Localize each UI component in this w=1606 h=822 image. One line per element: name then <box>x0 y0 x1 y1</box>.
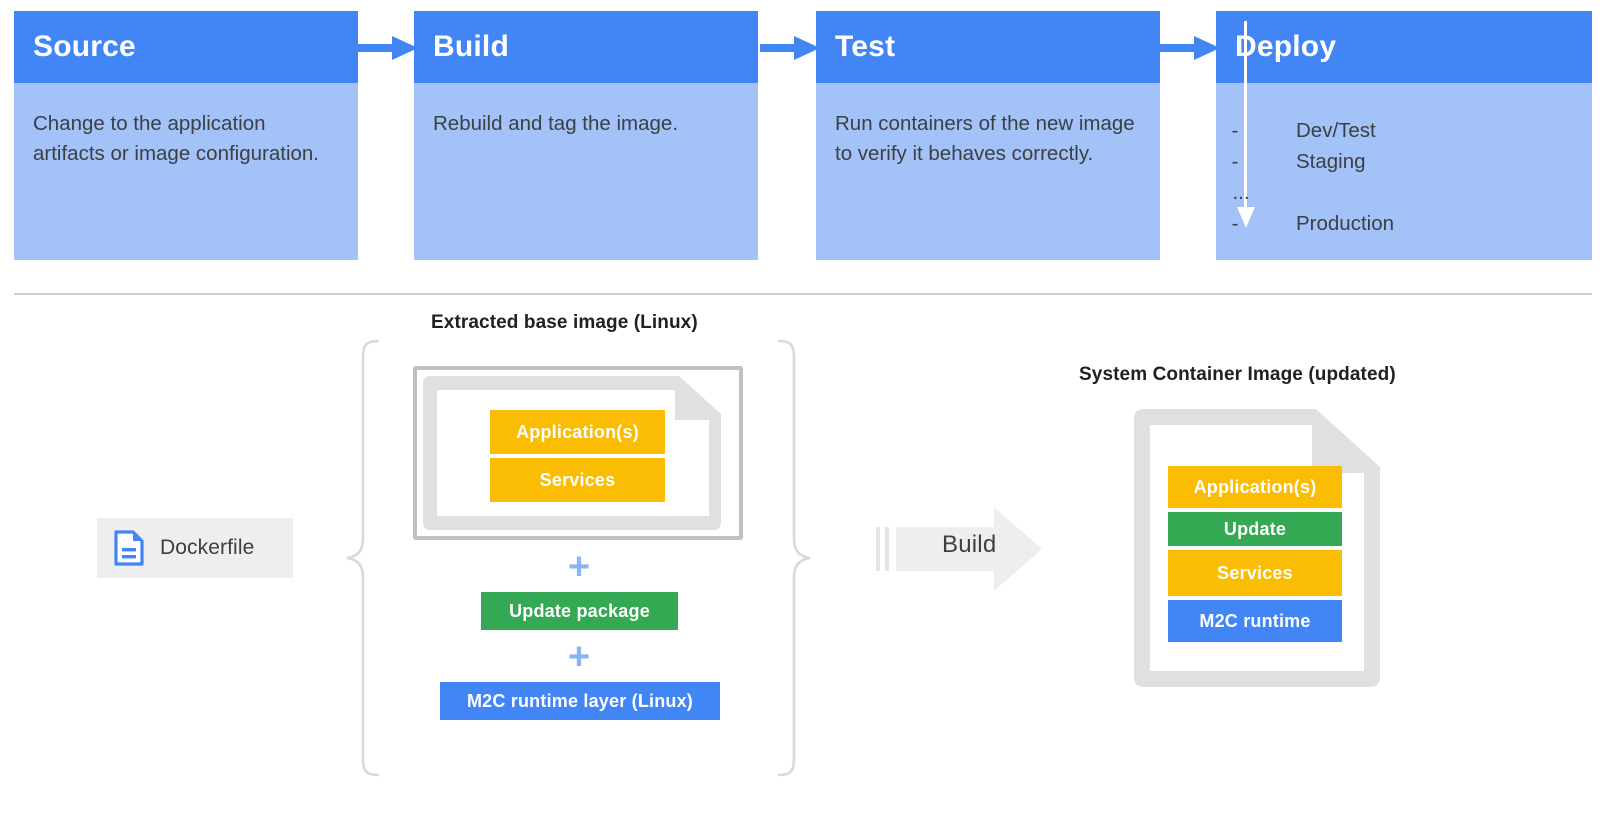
arrow-right-icon-test-to-deploy <box>1160 36 1220 60</box>
plus-icon-2: + <box>567 636 591 678</box>
stage-title: Test <box>835 30 896 63</box>
arrow-right-icon-source-to-build <box>358 36 418 60</box>
result-image-document-icon <box>1134 409 1380 687</box>
pipeline-section: Source Change to the application artifac… <box>0 0 1606 270</box>
stage-title: Build <box>433 30 509 63</box>
dockerfile-label: Dockerfile <box>160 536 255 559</box>
list-marker: - <box>1231 150 1239 173</box>
list-item-label: Staging <box>1296 150 1366 173</box>
stage-title: Deploy <box>1235 30 1337 63</box>
base-image-label: Extracted base image (Linux) <box>431 312 698 333</box>
dockerfile-chip[interactable]: Dockerfile <box>97 518 293 578</box>
base-layer-application: Application(s) <box>490 410 665 454</box>
result-layer-application: Application(s) <box>1168 466 1342 508</box>
deploy-environment-list: - Dev/Test - Staging ... - Production <box>1216 83 1592 245</box>
update-package-box: Update package <box>481 592 678 630</box>
layer-label: Update package <box>509 600 650 621</box>
image-composition-section: Extracted base image (Linux) System Cont… <box>0 300 1606 822</box>
layer-label: M2C runtime <box>1199 610 1311 631</box>
stage-title: Source <box>33 30 136 63</box>
stage-description: Run containers of the new image to verif… <box>835 112 1135 165</box>
list-item-ellipsis: ... <box>1216 181 1592 214</box>
layer-label: Application(s) <box>516 421 639 442</box>
list-item: - Staging <box>1216 150 1592 183</box>
pipeline-stage-deploy[interactable]: Deploy - Dev/Test - Staging ... - Produc… <box>1216 11 1592 260</box>
block-arrow-right-icon <box>876 507 1042 591</box>
left-brace <box>346 339 379 777</box>
result-layer-update: Update <box>1168 512 1342 546</box>
list-marker: ... <box>1232 181 1250 204</box>
list-item: - Dev/Test <box>1216 119 1592 152</box>
build-label: Build <box>942 531 997 558</box>
result-layer-services: Services <box>1168 550 1342 596</box>
extracted-base-image-frame <box>413 366 743 540</box>
pipeline-stage-source[interactable]: Source Change to the application artifac… <box>14 11 358 260</box>
layer-label: Services <box>1217 562 1293 583</box>
layer-label: M2C runtime layer (Linux) <box>466 690 694 711</box>
base-layer-services: Services <box>490 458 665 502</box>
list-item: - Production <box>1216 212 1592 245</box>
layer-label: Update <box>1223 518 1287 539</box>
stage-header: Source <box>14 11 358 83</box>
document-icon <box>114 530 144 566</box>
pipeline-stage-test[interactable]: Test Run containers of the new image to … <box>816 11 1160 260</box>
list-item-label: Production <box>1296 212 1395 235</box>
result-image-label: System Container Image (updated) <box>1079 364 1396 385</box>
arrow-down-icon-deploy-flow <box>1237 21 1255 228</box>
section-divider <box>14 293 1592 295</box>
stage-description: Rebuild and tag the image. <box>433 112 679 135</box>
list-marker: - <box>1231 119 1239 142</box>
build-action-arrow[interactable]: Build <box>876 505 1044 598</box>
right-brace <box>778 339 811 777</box>
result-layer-m2c-runtime: M2C runtime <box>1168 600 1342 642</box>
list-marker: - <box>1231 212 1239 235</box>
stage-header: Test <box>816 11 1160 83</box>
list-item-label: Dev/Test <box>1296 119 1376 142</box>
m2c-runtime-layer-box: M2C runtime layer (Linux) <box>440 682 720 720</box>
layer-label: Application(s) <box>1193 476 1317 497</box>
arrow-right-icon-build-to-test <box>760 36 820 60</box>
stage-description: Change to the application artifacts or i… <box>33 112 319 165</box>
layer-label: Services <box>539 469 616 490</box>
pipeline-stage-build[interactable]: Build Rebuild and tag the image. <box>414 11 758 260</box>
stage-header: Deploy <box>1216 11 1592 83</box>
stage-header: Build <box>414 11 758 83</box>
plus-icon-1: + <box>567 546 591 588</box>
